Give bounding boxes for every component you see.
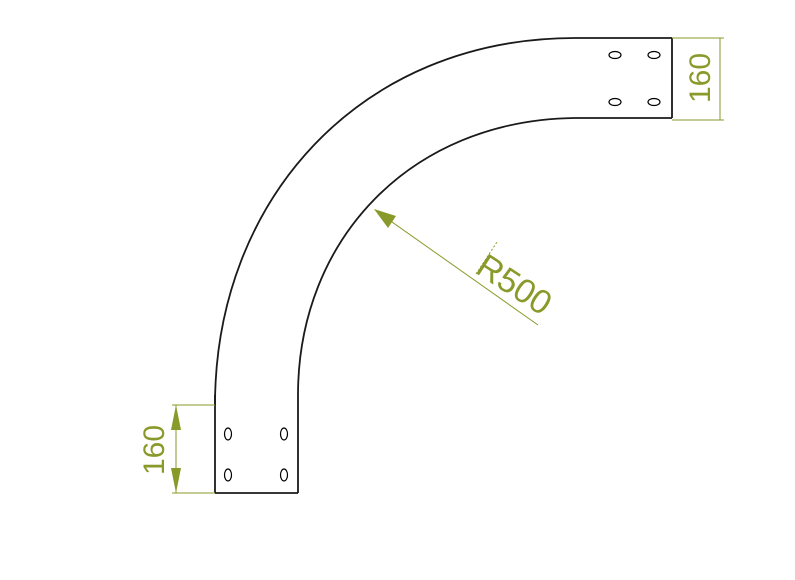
top-flange — [575, 37, 673, 119]
radius-dimension: R500 — [374, 209, 559, 326]
bolt-slot — [279, 468, 289, 482]
bolt-slot — [608, 97, 622, 107]
top-width-dimension: 160 — [672, 37, 724, 121]
bottom-width-dimension: 160 — [138, 404, 215, 494]
radius-label: R500 — [470, 247, 559, 323]
bolt-slot — [223, 468, 233, 482]
top-width-label: 160 — [684, 53, 717, 103]
bolt-slot — [223, 427, 233, 441]
outer-arc-edge — [214, 37, 576, 406]
bottom-width-label: 160 — [138, 425, 171, 475]
bolt-slot — [647, 50, 661, 60]
bolt-slot — [608, 50, 622, 60]
bolt-slot — [647, 97, 661, 107]
bottom-flange — [214, 395, 299, 494]
inner-arc-edge — [297, 117, 576, 396]
bolt-slot — [279, 427, 289, 441]
